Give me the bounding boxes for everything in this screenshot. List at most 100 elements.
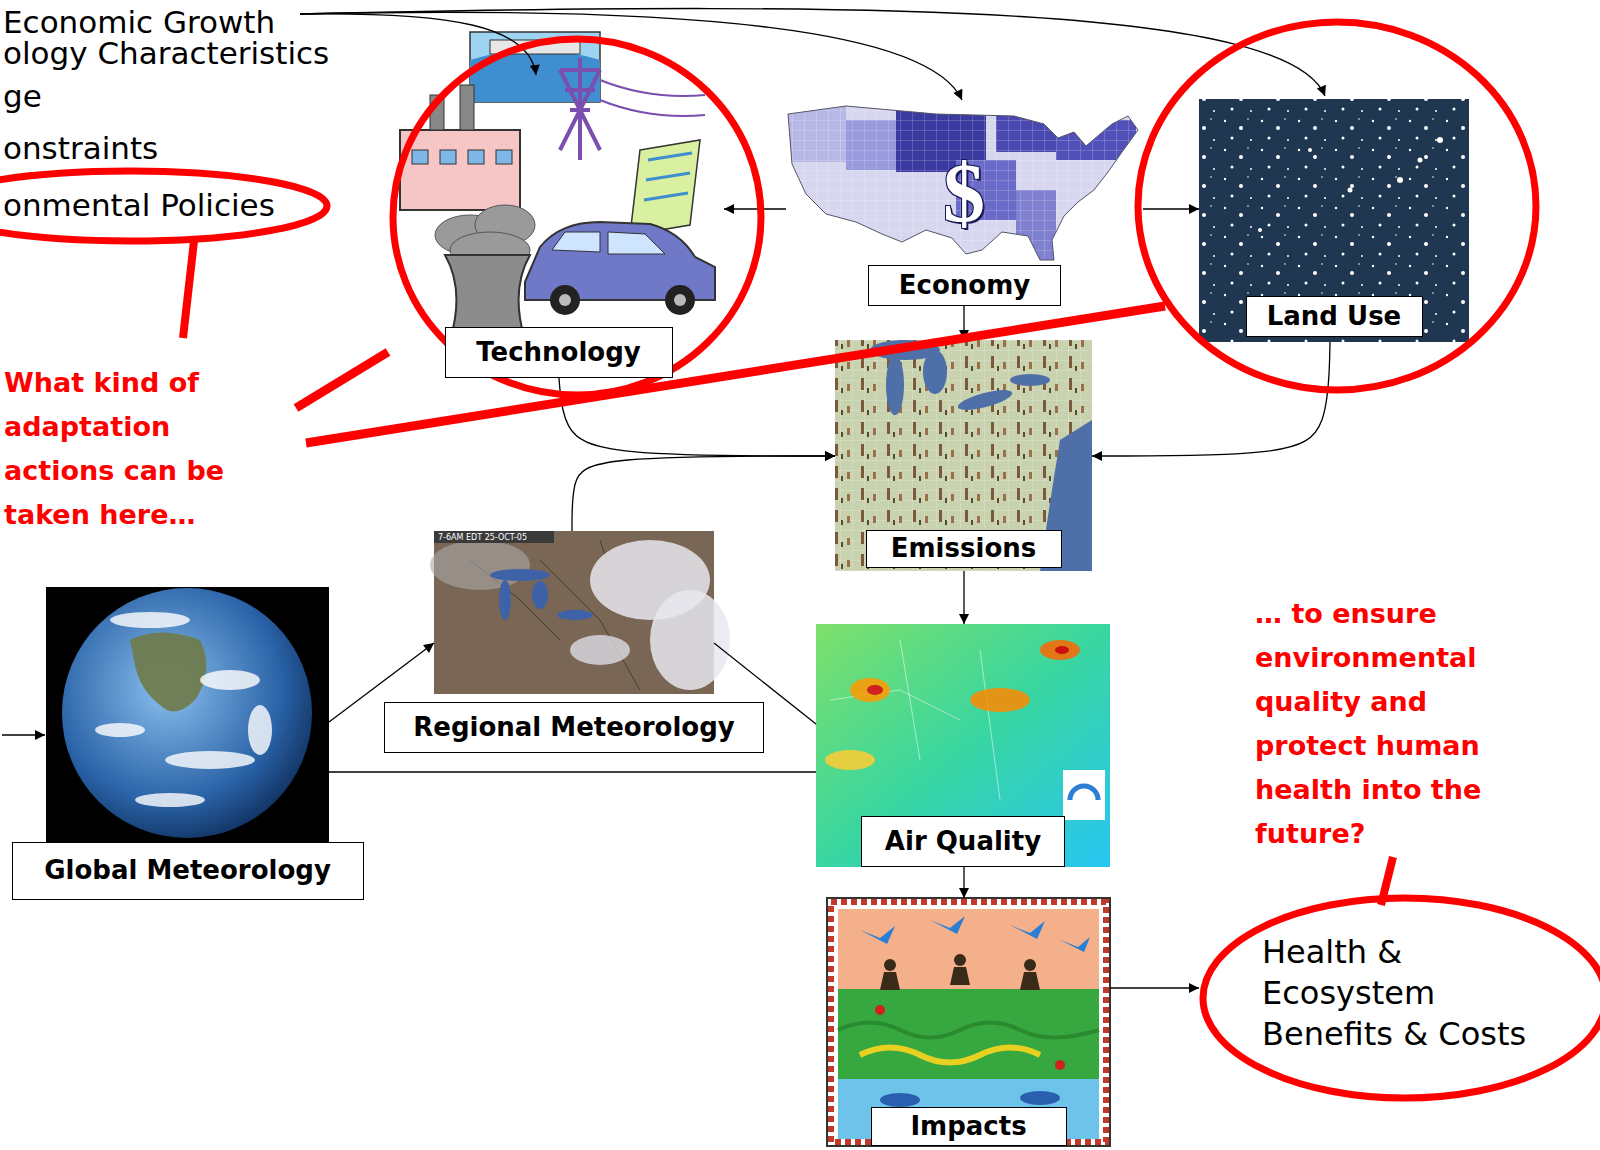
- earth-image: [248, 705, 272, 755]
- technology-clipart: [559, 294, 571, 306]
- technology-clipart: [550, 285, 580, 315]
- satellite-image: [430, 540, 530, 590]
- earth-image: [46, 587, 329, 842]
- red-highlight-ellipse: [1138, 22, 1536, 390]
- connector-arrow: [963, 571, 964, 624]
- node-label-box: Regional Meteorology: [384, 702, 764, 753]
- us-economy-map: [786, 102, 1146, 267]
- impacts-clipart: [838, 989, 1099, 1079]
- red-leader-line: [183, 241, 194, 338]
- emissions-node: Emissions: [835, 340, 1092, 571]
- connector-arrow: [1143, 208, 1199, 209]
- connector-arrow: [1110, 987, 1199, 988]
- technology-node: Technology: [393, 20, 724, 362]
- satellite-image: [434, 531, 554, 543]
- satellite-image: [532, 581, 548, 609]
- driver-list-item: Economic Growth: [3, 4, 275, 40]
- air-quality-map: [825, 750, 875, 770]
- technology-clipart: [674, 294, 686, 306]
- driver-leader-line: [300, 14, 536, 75]
- technology-clipart: [644, 153, 692, 200]
- node-label-box: Global Meteorology: [12, 842, 364, 900]
- technology-clipart: [600, 80, 705, 116]
- earth-image: [62, 588, 312, 838]
- technology-clipart: [440, 150, 456, 164]
- global-meteorology-node: Global Meteorology: [46, 587, 329, 842]
- red-leader-line: [183, 241, 1393, 905]
- connector-arrow: [329, 771, 816, 772]
- emissions-map: [886, 355, 904, 415]
- impacts-clipart: [860, 916, 1090, 952]
- node-label: Economy: [899, 270, 1030, 301]
- technology-clipart: [412, 150, 428, 164]
- satellite-timestamp: 7-6AM EDT 25-OCT-05: [438, 534, 527, 542]
- air-quality-map: [1055, 646, 1069, 654]
- impacts-clipart: [838, 909, 1099, 989]
- emissions-map: [835, 340, 1092, 571]
- impacts-clipart: [827, 898, 1110, 1146]
- node-label-box: Air Quality: [861, 816, 1065, 867]
- technology-clipart: [496, 150, 512, 164]
- impacts-clipart: [831, 902, 1106, 1142]
- earth-image: [165, 751, 255, 769]
- node-label-box: Emissions: [866, 530, 1062, 568]
- impacts-clipart: [930, 916, 965, 934]
- emissions-map: [835, 340, 1092, 571]
- night-lights-map: [1199, 99, 1469, 342]
- connector-arrow: [963, 867, 964, 898]
- impacts-clipart: [954, 954, 966, 966]
- red-highlight-ellipse: [0, 171, 327, 241]
- air-quality-map: [1063, 770, 1105, 820]
- driver-list-item: onstraints: [3, 130, 158, 166]
- benefits-ellipse: Health & Ecosystem Benefits & Costs: [1199, 894, 1600, 1102]
- ellipse-text-block: Health & Ecosystem Benefits & Costs: [1262, 932, 1547, 1055]
- air-quality-map: [850, 678, 890, 702]
- impacts-clipart: [1020, 1091, 1060, 1105]
- satellite-image: [430, 531, 730, 694]
- night-lights-map: [1418, 158, 1423, 163]
- earth-image: [200, 670, 260, 690]
- satellite-image: [490, 569, 550, 581]
- connector-arrow: [559, 378, 835, 456]
- driver-leader-line: [300, 12, 962, 100]
- node-label-box: Economy: [868, 265, 1061, 306]
- air-quality-map: [867, 685, 883, 695]
- emissions-map: [835, 340, 1092, 571]
- impacts-clipart: [1024, 959, 1036, 971]
- impacts-clipart: [880, 1091, 1060, 1107]
- air-quality-map: [816, 624, 1110, 867]
- technology-clipart: [630, 140, 700, 235]
- emissions-map: [956, 386, 1014, 414]
- node-label: Air Quality: [885, 826, 1041, 857]
- earth-image: [130, 633, 206, 712]
- air-quality-map: [970, 688, 1030, 712]
- air-quality-map: [816, 624, 1110, 867]
- driver-leader-line: [2, 734, 45, 735]
- node-text: Health & Ecosystem Benefits & Costs: [1262, 932, 1547, 1055]
- connector-arrow: [572, 456, 835, 531]
- night-lights-map: [1348, 188, 1353, 193]
- node-label: Impacts: [910, 1111, 1026, 1142]
- impacts-clipart: [838, 1023, 1099, 1038]
- technology-clipart: [560, 58, 600, 160]
- earth-image: [110, 612, 190, 628]
- node-label: Technology: [476, 337, 641, 368]
- red-highlight-ellipse: [393, 39, 761, 395]
- emissions-map: [835, 340, 1092, 571]
- us-economy-map: [788, 106, 1138, 260]
- node-label-box: Land Use: [1246, 296, 1423, 337]
- impacts-clipart: [884, 959, 896, 971]
- node-label: Global Meteorology: [44, 855, 331, 886]
- impacts-node: Impacts: [827, 898, 1110, 1146]
- connector-arrow: [724, 208, 786, 209]
- impacts-clipart: [880, 972, 900, 990]
- earth-image: [135, 793, 205, 807]
- impacts-clipart: [860, 926, 895, 944]
- technology-clipart: [460, 85, 474, 130]
- node-label: Regional Meteorology: [413, 712, 735, 743]
- technology-clipart: [665, 285, 695, 315]
- driver-list-item: ology Characteristics: [3, 35, 329, 71]
- night-lights-map: [1397, 177, 1403, 183]
